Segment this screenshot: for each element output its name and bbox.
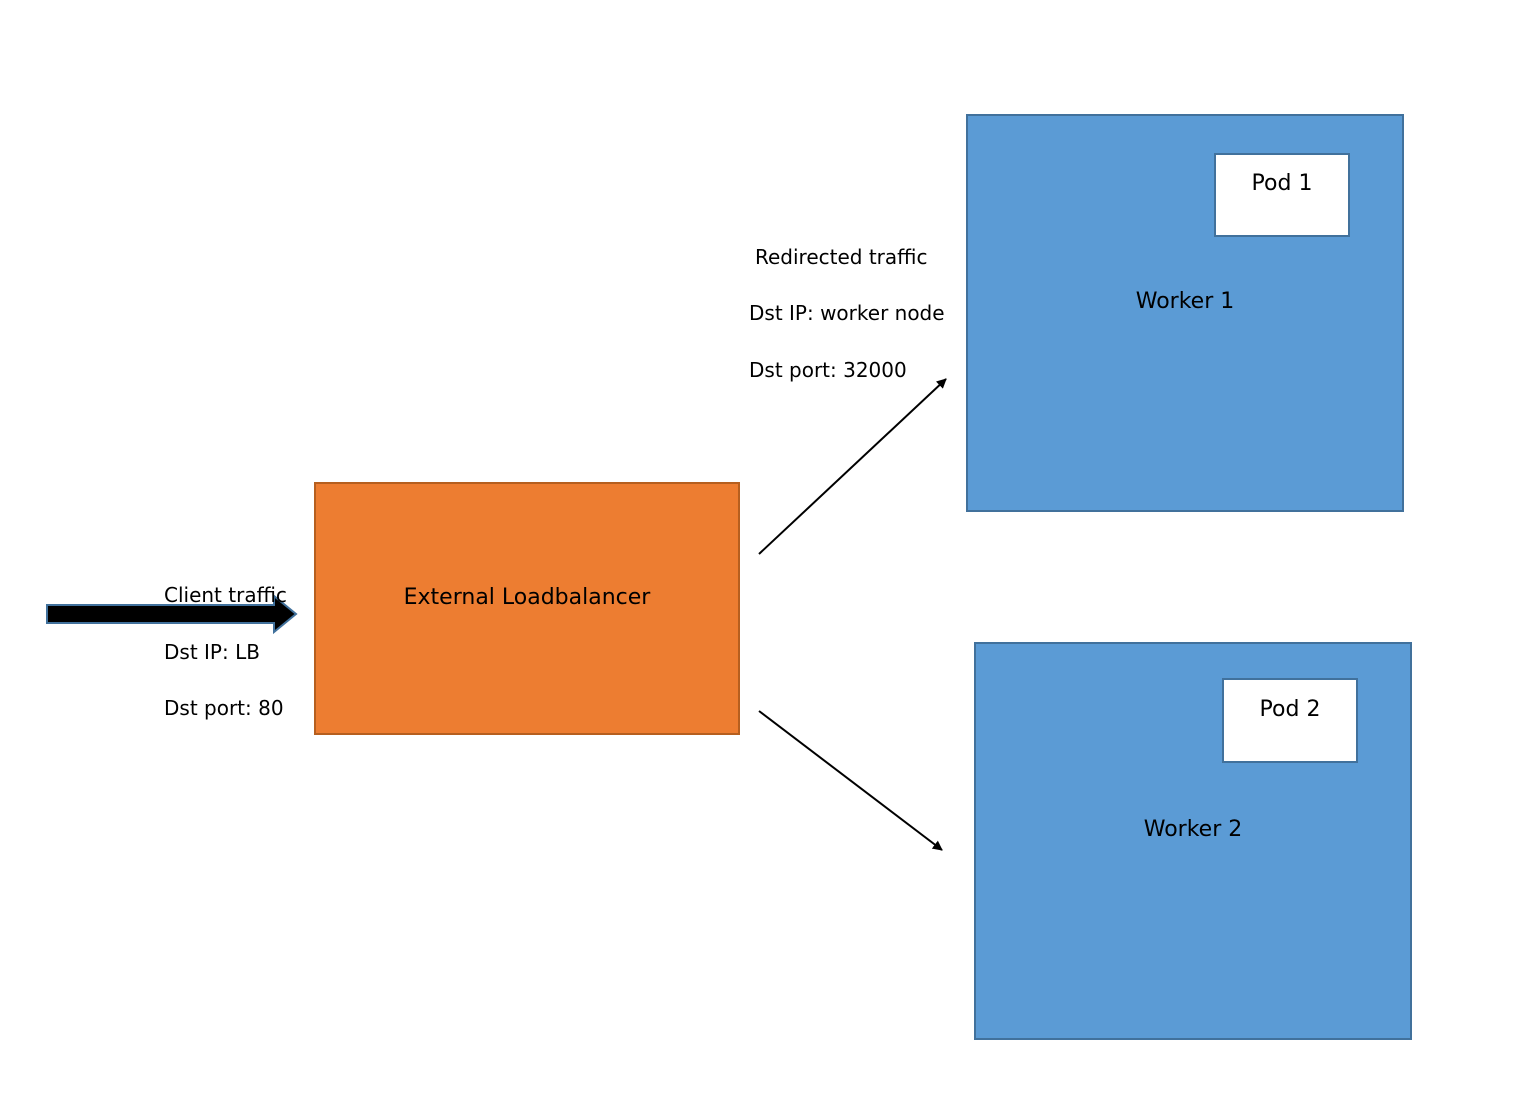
external-loadbalancer-label: External Loadbalancer (403, 585, 651, 610)
redirected-traffic-title: Redirected traffic (755, 245, 928, 269)
client-dst-port-label: Dst port: 80 (164, 696, 284, 720)
external-loadbalancer-box (314, 482, 740, 735)
client-dst-ip-label: Dst IP: LB (164, 640, 260, 664)
worker-1-label: Worker 1 (1135, 289, 1235, 314)
pod-1-label: Pod 1 (1251, 171, 1313, 196)
pod-2-label: Pod 2 (1259, 697, 1321, 722)
pod-1-box (1214, 153, 1350, 237)
client-traffic-title: Client traffic (164, 583, 287, 607)
worker-2-label: Worker 2 (1143, 817, 1243, 842)
pod-2-box (1222, 678, 1358, 763)
redirected-dst-ip-label: Dst IP: worker node (749, 301, 945, 325)
lb-to-worker-1-arrow (758, 378, 947, 555)
lb-to-worker-2-arrow (758, 710, 943, 851)
client-traffic-arrow (46, 593, 298, 635)
redirected-dst-port-label: Dst port: 32000 (749, 358, 907, 382)
